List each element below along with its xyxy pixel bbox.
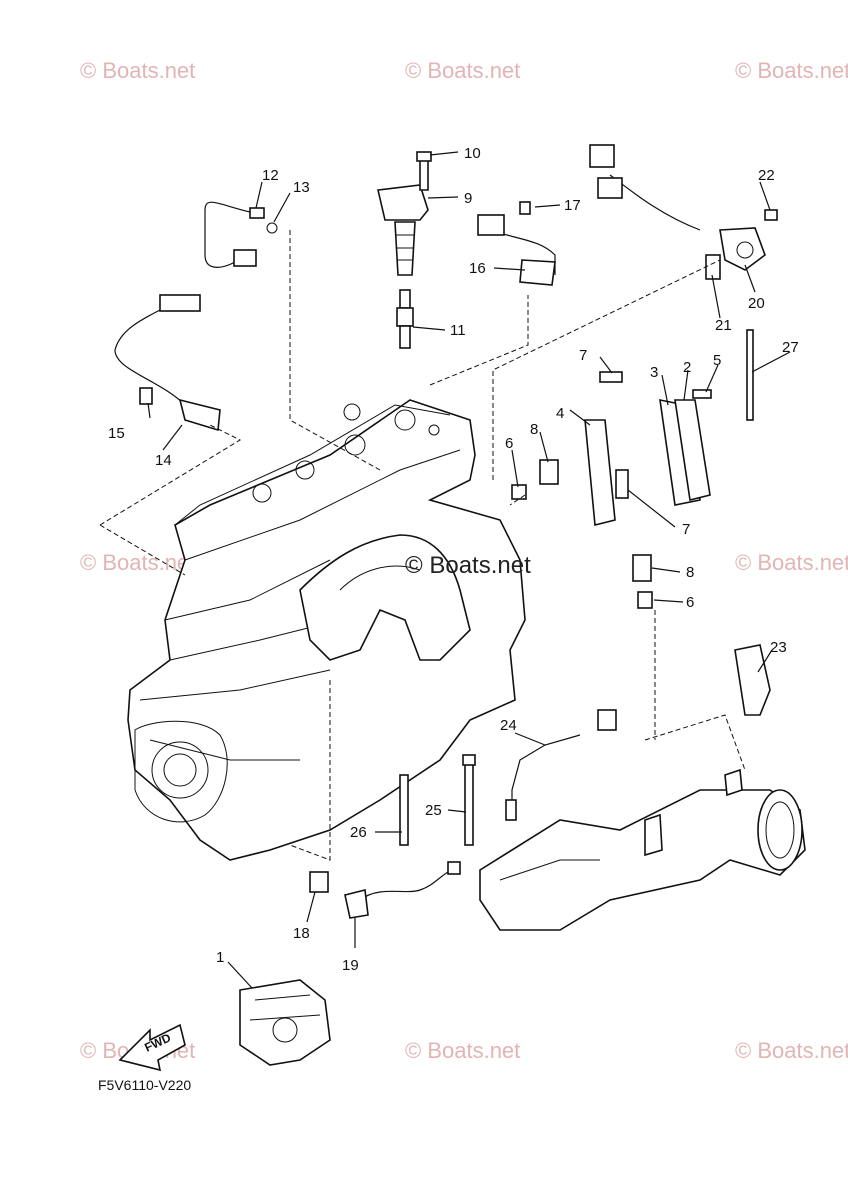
- callout-10: 10: [464, 145, 481, 162]
- callout-26: 26: [350, 824, 367, 841]
- callout-7-lower: 7: [682, 521, 690, 538]
- callout-23: 23: [770, 639, 787, 656]
- sensor-20-part: [589, 144, 778, 280]
- callout-24: 24: [500, 717, 517, 734]
- exhaust-pipe: [479, 768, 806, 931]
- callout-3: 3: [650, 364, 658, 381]
- watermark: © Boats.net: [405, 58, 520, 83]
- callout-14: 14: [155, 452, 172, 469]
- callout-6-lower: 6: [686, 594, 694, 611]
- sensor-12-part: [204, 201, 278, 268]
- watermark: © Boats.net: [80, 58, 195, 83]
- callout-6-upper: 6: [505, 435, 513, 452]
- callout-8-upper: 8: [530, 421, 538, 438]
- sensor-14-part: [114, 294, 221, 432]
- watermark: © Boats.net: [735, 550, 848, 575]
- fwd-arrow-icon: FWD: [118, 1023, 186, 1072]
- callout-7-upper: 7: [579, 347, 587, 364]
- cable-ties: [399, 329, 754, 846]
- sensor-19-part: [344, 861, 461, 919]
- engine-block: [127, 399, 526, 861]
- callout-22: 22: [758, 167, 775, 184]
- callout-11: 11: [450, 322, 466, 339]
- callout-18: 18: [293, 925, 310, 942]
- callout-12: 12: [262, 167, 279, 184]
- callout-4: 4: [556, 405, 564, 422]
- bracket-assembly-part: [511, 371, 712, 609]
- center-watermark: © Boats.net: [405, 552, 531, 579]
- callout-8-lower: 8: [686, 564, 694, 581]
- callout-1: 1: [216, 949, 224, 966]
- watermark: © Boats.net: [80, 550, 195, 575]
- callout-9: 9: [464, 190, 472, 207]
- ignition-coil-part: [377, 151, 432, 276]
- sensor-24-part: [505, 709, 617, 821]
- callout-20: 20: [748, 295, 765, 312]
- watermark: © Boats.net: [735, 1038, 848, 1063]
- callout-2: 2: [683, 359, 691, 376]
- sensor-18-part: [309, 871, 329, 893]
- callout-27: 27: [782, 339, 799, 356]
- leader-lines: [99, 151, 791, 989]
- watermark: © Boats.net: [735, 58, 848, 83]
- diagram-code: F5V6110-V220: [98, 1077, 191, 1093]
- callout-13: 13: [293, 179, 310, 196]
- part-1: [239, 979, 331, 1066]
- spark-plug-part: [396, 289, 414, 349]
- clamp-23-part: [734, 644, 771, 716]
- callout-5: 5: [713, 352, 721, 369]
- callout-21: 21: [715, 317, 732, 334]
- callout-16: 16: [469, 260, 486, 277]
- callout-25: 25: [425, 802, 442, 819]
- callout-15: 15: [108, 425, 125, 442]
- callout-19: 19: [342, 957, 359, 974]
- sensor-16-part: [477, 201, 556, 286]
- callout-17: 17: [564, 197, 581, 214]
- watermark: © Boats.net: [405, 1038, 520, 1063]
- callout-labels: 1 2 3 4 5 6 6 7 7 8 8 9 10 11 12 13 14 1…: [108, 145, 799, 974]
